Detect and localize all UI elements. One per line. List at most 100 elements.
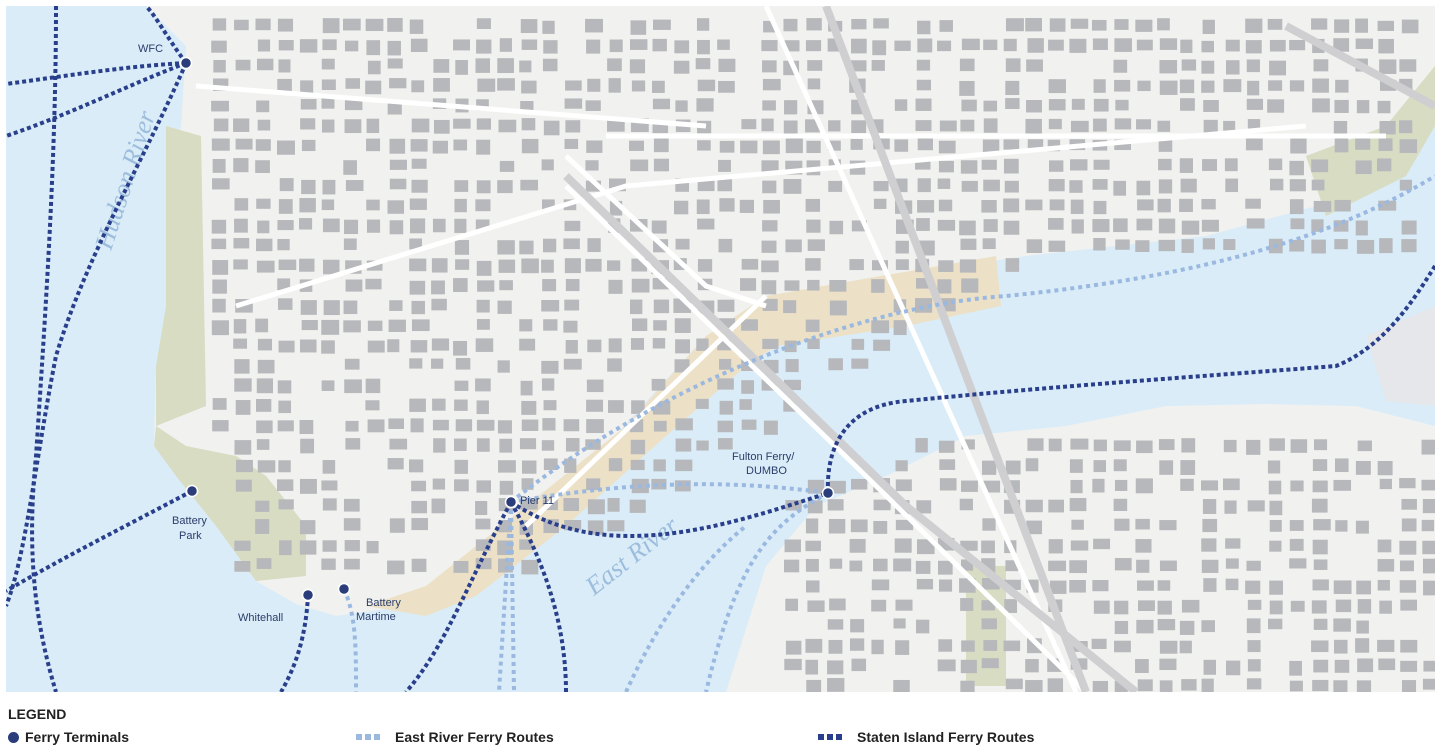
building [806,18,822,31]
building [521,138,539,154]
terminal-wfc[interactable] [179,56,193,70]
building [585,100,601,111]
building [256,399,272,412]
building [387,200,405,214]
building [718,159,731,172]
building [1180,178,1197,193]
route-hudson-vertical [30,6,58,692]
building [1312,98,1330,113]
building [519,60,532,73]
building [300,438,315,454]
building [499,480,514,495]
building [871,59,885,71]
building [300,300,317,315]
terminal-fulton-ferry[interactable] [821,486,835,500]
building [1201,40,1214,53]
building [784,658,802,671]
building [322,39,337,51]
building [917,178,931,193]
light-dashed-line-icon [356,734,383,740]
building [234,359,250,374]
building [565,120,581,133]
building [321,79,336,90]
terminal-pier-11[interactable] [504,495,518,509]
building [498,119,517,133]
building [1334,659,1350,673]
building [1113,218,1128,233]
building [1049,580,1067,594]
building [805,659,819,675]
building [1136,619,1154,634]
building [345,78,360,89]
building [497,58,514,74]
building [256,378,274,394]
building [741,258,759,270]
building [299,540,317,555]
building [1179,620,1195,635]
terminal-battery-maritime[interactable] [337,582,351,596]
building [389,138,406,154]
building [937,219,956,231]
building [454,180,469,192]
building [343,320,361,333]
building [763,420,778,435]
building [631,318,648,332]
building [476,319,490,330]
building [235,479,252,492]
building [586,379,604,393]
building [983,640,998,651]
building [653,459,666,472]
building [741,119,757,130]
building [1201,60,1215,74]
building [1092,478,1105,493]
building [1335,520,1348,532]
building [1334,199,1351,212]
building [1377,579,1390,591]
building [587,339,602,353]
building [1356,680,1372,692]
building [235,138,253,150]
building [873,520,888,534]
building [389,78,407,89]
building [785,359,799,373]
building [541,440,555,451]
building [1290,218,1305,230]
building [1201,198,1216,210]
terminal-whitehall[interactable] [301,588,315,602]
building [982,238,996,250]
building [475,539,491,551]
building [1355,160,1372,175]
building [255,160,270,173]
building [651,378,666,391]
terminal-battery-park[interactable] [185,484,199,498]
building [1334,138,1349,153]
building [541,159,554,171]
building [829,558,843,569]
building [939,120,957,132]
building [1246,439,1261,455]
building [564,220,581,232]
building [915,98,932,111]
building [983,179,1000,192]
building [1049,18,1066,32]
building [719,358,732,370]
building [653,299,670,314]
building [1421,439,1435,455]
building [1313,519,1331,531]
building [1313,659,1329,673]
building [784,40,800,52]
building [257,359,275,374]
building [344,219,359,235]
building [1003,640,1021,652]
building [1355,520,1369,534]
building [851,358,869,369]
building [257,338,273,351]
building [1247,640,1261,653]
building [256,58,274,71]
building [433,119,450,134]
building [564,299,580,311]
ferry-map[interactable]: Hudson River East River WFC Battery [6,6,1435,692]
building [873,198,887,209]
building [871,599,887,612]
building [652,278,671,290]
